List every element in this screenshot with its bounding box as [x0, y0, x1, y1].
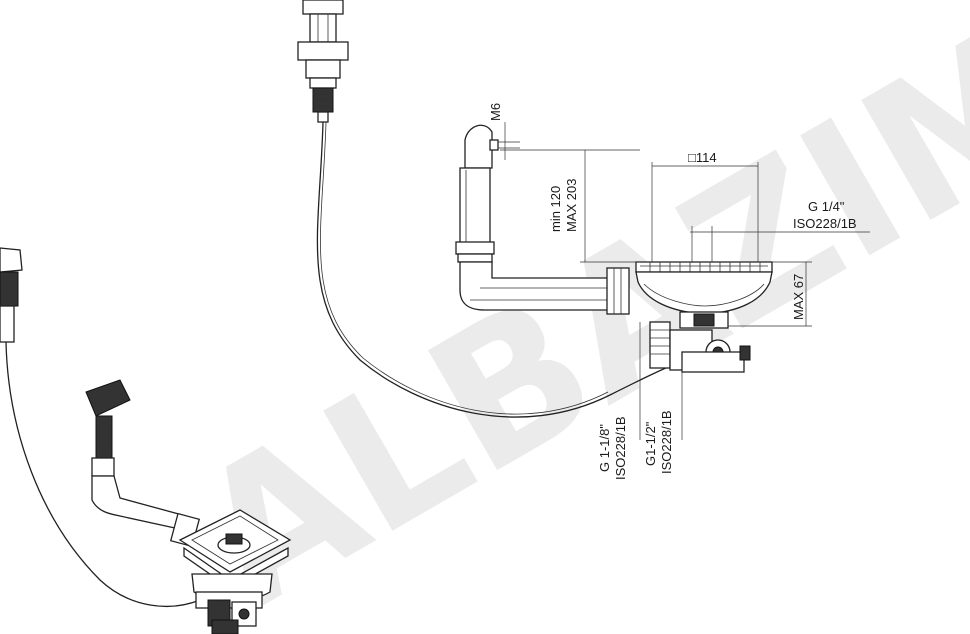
outlet-standard-1-label: ISO228/1B	[613, 416, 628, 480]
dimension-labels: M6 □114 min 120 MAX 203 G 1/4" ISO228/1B…	[488, 103, 857, 480]
dimension-lines	[498, 122, 870, 440]
bowden-cable	[316, 121, 681, 418]
assembled-drain-view	[0, 247, 292, 634]
bolt-size-label: M6	[488, 103, 503, 121]
flange-ribs	[649, 262, 761, 272]
overflow-standard-label: ISO228/1B	[793, 216, 857, 231]
overflow-thread-label: G 1/4"	[808, 199, 845, 214]
outlet-thread-1-label: G 1-1/8"	[597, 424, 612, 472]
outlet-standard-2-label: ISO228/1B	[659, 410, 674, 474]
outlet-thread-2-label: G1-1/2"	[643, 421, 658, 466]
remote-control-knob	[297, 0, 349, 123]
height-min-label: min 120	[548, 186, 563, 232]
basket-strainer	[635, 261, 773, 373]
depth-max-label: MAX 67	[791, 274, 806, 320]
square-size-label: □114	[688, 150, 717, 165]
height-max-label: MAX 203	[564, 179, 579, 232]
overflow-assembly	[455, 124, 630, 315]
